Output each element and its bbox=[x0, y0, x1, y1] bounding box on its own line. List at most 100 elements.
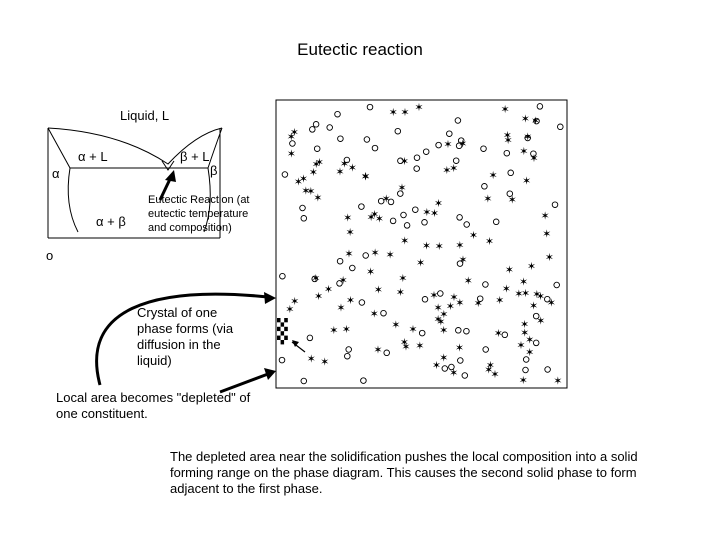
liquid-atom-circle bbox=[418, 329, 426, 337]
liquid-atom-circle bbox=[455, 327, 462, 334]
liquid-atom-star: ✶ bbox=[422, 239, 431, 252]
liquid-atom-star: ✶ bbox=[486, 359, 495, 372]
liquid-atom-star: ✶ bbox=[306, 185, 315, 198]
crystal-cell bbox=[277, 318, 281, 323]
depleted-pointer-arrow bbox=[219, 372, 269, 394]
eutectic-pointer-arrow bbox=[158, 176, 173, 201]
liquid-atom-star: ✶ bbox=[400, 106, 409, 119]
liquid-atom-circle bbox=[435, 141, 442, 149]
depleted-pointer-arrowhead bbox=[264, 368, 276, 380]
liquid-atom-circle bbox=[457, 137, 465, 144]
alpha-crystal bbox=[277, 318, 288, 345]
liquid-atom-star: ✶ bbox=[449, 162, 458, 175]
liquid-atom-star: ✶ bbox=[307, 353, 316, 366]
liquid-atom-circle bbox=[366, 103, 374, 111]
liquid-atom-star: ✶ bbox=[522, 175, 531, 188]
liquid-atom-star: ✶ bbox=[485, 235, 494, 248]
liquid-atom-circle bbox=[345, 346, 352, 353]
liquid-atom-star: ✶ bbox=[455, 341, 464, 354]
crystal-cell bbox=[280, 326, 285, 332]
liquid-atom-circle bbox=[389, 217, 397, 225]
liquid-atom-star: ✶ bbox=[342, 323, 351, 336]
liquid-atom-star: ✶ bbox=[290, 295, 299, 308]
liquid-atom-star: ✶ bbox=[525, 333, 534, 346]
liquid-atom-star: ✶ bbox=[400, 155, 409, 168]
liquid-atom-circle bbox=[300, 215, 308, 222]
liquid-atom-circle bbox=[362, 252, 369, 259]
liquid-atom-circle bbox=[532, 339, 540, 347]
liquid-atom-circle bbox=[300, 377, 308, 385]
liquid-atom-star: ✶ bbox=[464, 275, 473, 288]
liquid-atom-star: ✶ bbox=[400, 234, 409, 247]
liquid-atom-circle bbox=[446, 130, 453, 137]
alpha-solvus-line bbox=[47, 127, 79, 233]
liquid-atom-circle bbox=[522, 366, 529, 374]
liquid-atom-star: ✶ bbox=[309, 166, 318, 179]
liquid-atom-star: ✶ bbox=[488, 169, 497, 182]
explanation-paragraph: The depleted area near the solidificatio… bbox=[170, 449, 638, 496]
beta-region-label: β bbox=[210, 163, 218, 178]
liquid-atom-circle bbox=[463, 327, 470, 335]
liquid-atom-star: ✶ bbox=[439, 324, 448, 337]
liquid-atom-circle bbox=[397, 157, 404, 165]
liquid-atom-star: ✶ bbox=[435, 240, 444, 253]
liquid-atom-star: ✶ bbox=[301, 185, 310, 198]
beta-liquid-region-label: β + L bbox=[180, 149, 210, 164]
alpha-liquid-region-label: α + L bbox=[78, 149, 108, 164]
liquid-atom-circle bbox=[536, 103, 544, 110]
particle-field: ✶✶✶✶✶✶✶✶✶✶✶✶✶✶✶✶✶✶✶✶✶✶✶✶✶✶✶✶✶✶✶✶✶✶✶✶✶✶✶✶… bbox=[278, 101, 564, 387]
liquid-atom-star: ✶ bbox=[324, 283, 333, 296]
liquid-atom-circle bbox=[311, 275, 318, 283]
liquid-atom-star: ✶ bbox=[439, 308, 448, 321]
liquid-atom-star: ✶ bbox=[335, 166, 344, 179]
liquid-atom-star: ✶ bbox=[366, 266, 375, 279]
liquid-atom-star: ✶ bbox=[455, 296, 464, 309]
liquid-atom-circle bbox=[349, 264, 356, 272]
liquid-atom-circle bbox=[482, 281, 489, 288]
liquid-atom-circle bbox=[482, 346, 489, 353]
liquid-atom-circle bbox=[463, 221, 470, 228]
liquid-atom-circle bbox=[421, 296, 429, 303]
liquid-atom-circle bbox=[363, 136, 371, 143]
liquid-atom-circle bbox=[334, 110, 341, 118]
liquid-atom-star: ✶ bbox=[346, 294, 355, 307]
liquid-atom-circle bbox=[503, 149, 511, 157]
liquid-atom-star: ✶ bbox=[503, 134, 512, 147]
liquid-atom-circle bbox=[421, 219, 428, 226]
liquid-atom-star: ✶ bbox=[516, 339, 525, 352]
liquid-atom-circle bbox=[336, 257, 344, 265]
liquid-atom-star: ✶ bbox=[343, 212, 352, 225]
liquid-atom-star: ✶ bbox=[455, 239, 464, 252]
liquid-atom-circle bbox=[387, 198, 395, 206]
liquid-atom-star: ✶ bbox=[458, 137, 467, 150]
liquid-atom-star: ✶ bbox=[436, 316, 445, 329]
crystal-cell bbox=[284, 340, 288, 345]
liquid-atom-star: ✶ bbox=[503, 129, 512, 142]
liquid-atom-star: ✶ bbox=[370, 308, 379, 321]
liquid-atom-star: ✶ bbox=[285, 303, 294, 316]
liquid-atom-star: ✶ bbox=[400, 336, 409, 349]
liquid-atom-star: ✶ bbox=[290, 126, 299, 139]
liquid-atom-circle bbox=[522, 356, 530, 363]
liquid-atom-star: ✶ bbox=[329, 324, 338, 337]
crystal-cell bbox=[277, 322, 281, 327]
liquid-atom-star: ✶ bbox=[547, 296, 556, 309]
liquid-atom-star: ✶ bbox=[519, 374, 528, 387]
liquid-atom-star: ✶ bbox=[370, 208, 379, 221]
crystal-cell bbox=[284, 326, 288, 332]
liquid-atom-star: ✶ bbox=[401, 341, 410, 354]
liquid-atom-star: ✶ bbox=[521, 287, 530, 300]
liquid-atom-star: ✶ bbox=[443, 138, 452, 151]
crystal-cell bbox=[277, 340, 281, 345]
liquid-atom-circle bbox=[412, 206, 419, 213]
depleted-area-annotation: Local area becomes "depleted" of one con… bbox=[56, 390, 251, 421]
liquid-atom-circle bbox=[380, 309, 387, 317]
liquid-atom-star: ✶ bbox=[439, 352, 448, 365]
liquid-atom-star: ✶ bbox=[366, 211, 375, 224]
liquid-atom-star: ✶ bbox=[458, 254, 467, 267]
liquid-atom-circle bbox=[506, 190, 514, 197]
liquid-atom-circle bbox=[480, 145, 487, 152]
liquid-atom-star: ✶ bbox=[442, 164, 451, 177]
liquid-atom-circle bbox=[371, 144, 379, 152]
liquid-atom-circle bbox=[336, 280, 343, 287]
